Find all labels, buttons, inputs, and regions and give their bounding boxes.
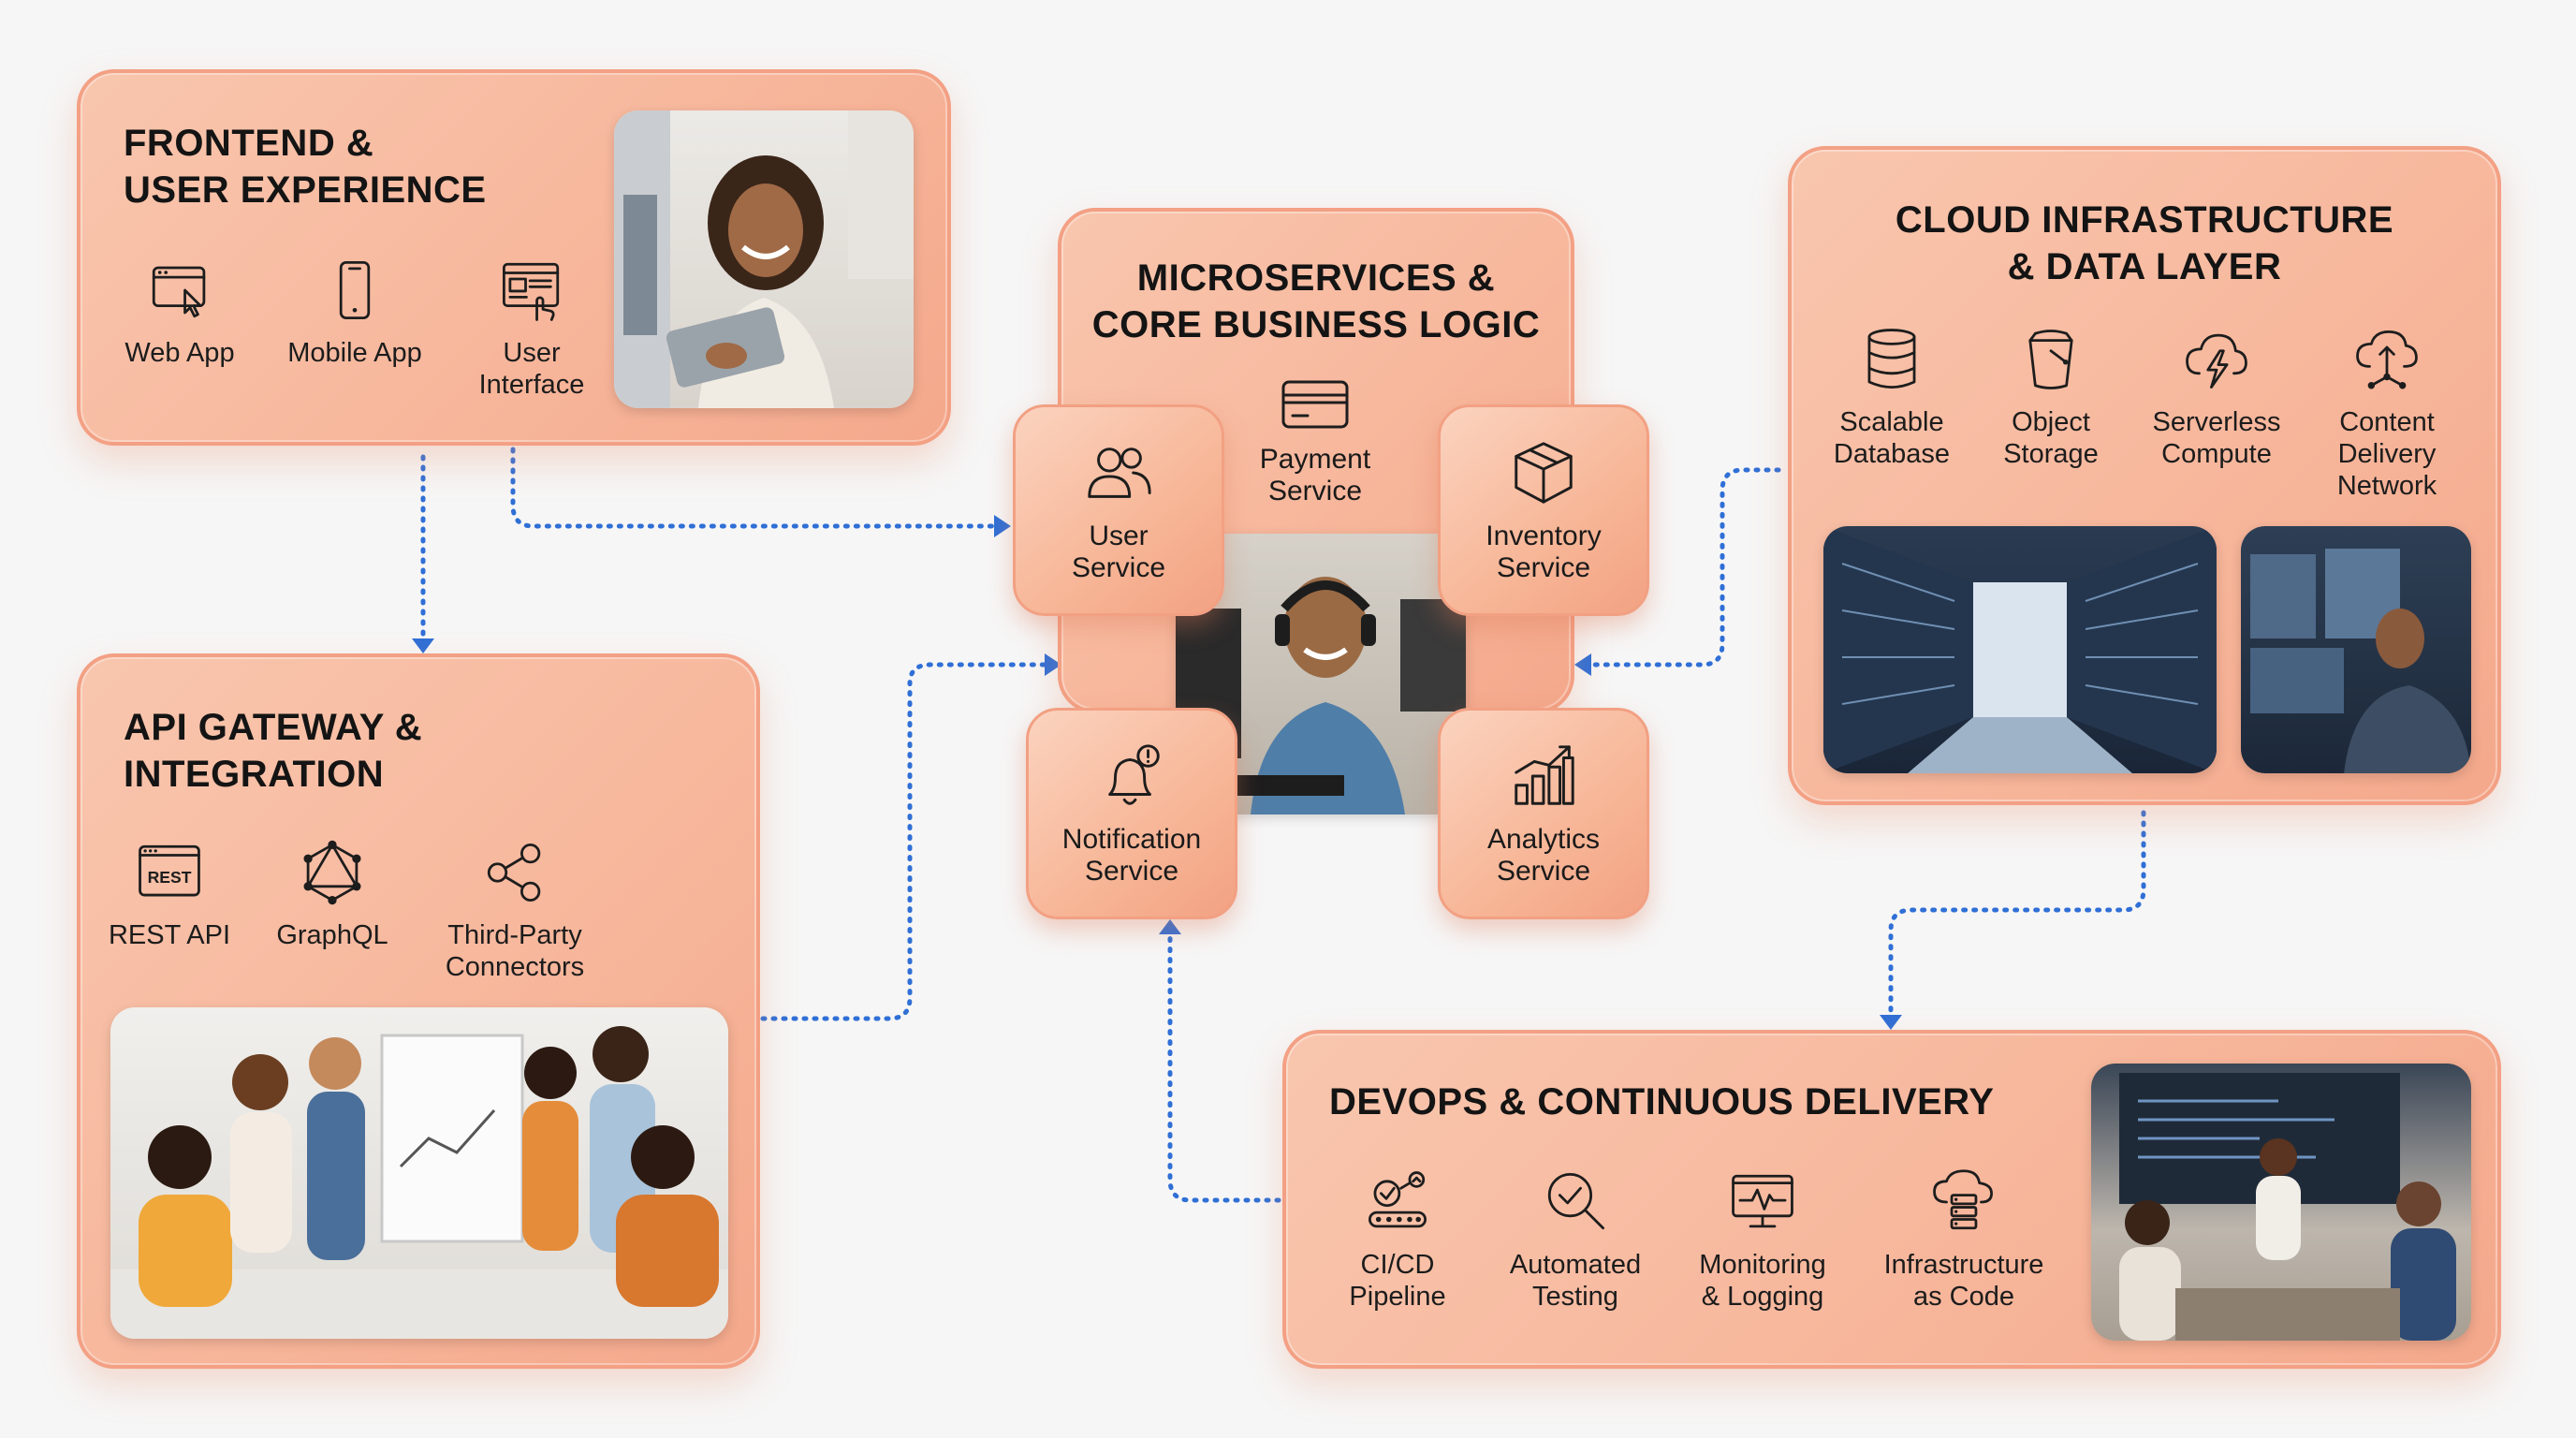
connector-devops-to-notification [1167,930,1281,1203]
frontend-card: FRONTEND & USER EXPERIENCE Web App Mobil… [77,69,951,446]
arrowhead-left-icon [1574,653,1591,676]
database-icon [1854,322,1929,397]
devops-card: DEVOPS & CONTINUOUS DELIVERY CI/CD Pipel… [1282,1030,2501,1369]
object-storage-item[interactable]: Object Storage [1971,322,2130,502]
serverless-compute-item[interactable]: Serverless Compute [2130,322,2303,502]
graphql-label: GraphQL [276,920,388,950]
arrowhead-up-icon [1159,919,1181,934]
frontend-photo [614,110,914,408]
monitor-pulse-icon [1725,1165,1800,1240]
serverless-compute-label: Serverless Compute [2152,407,2281,469]
inventory-service-tile[interactable]: Inventory Service [1438,404,1649,616]
connector-cloud-to-microservices [1585,467,1781,668]
engineer-at-screens-image [2250,549,2471,773]
frontend-title: FRONTEND & USER EXPERIENCE [124,123,487,211]
bar-chart-growth-icon [1515,745,1574,805]
payment-service-label: Payment Service [1259,444,1371,506]
bell-alert-icon [1108,744,1160,805]
devops-team-photo [2091,1064,2471,1341]
arrowhead-right-icon [994,515,1011,537]
web-app-label: Web App [124,338,235,368]
server-room-photo [1823,526,2217,773]
content-delivery-network-label: Content Delivery Network [2336,407,2437,501]
team-meeting-image [110,1026,728,1339]
rest-window-icon: REST [132,835,207,910]
users-icon [1088,448,1151,498]
scalable-database-label: Scalable Database [1833,407,1951,469]
third-party-connectors-item[interactable]: Third-Party Connectors [421,835,608,983]
woman-with-tablet-image [614,110,914,408]
user-interface-label: User Interface [478,338,585,400]
api-gateway-items: REST REST API GraphQL Third-Party Connec… [105,835,608,983]
frontend-items: Web App Mobile App User Interface [107,253,607,401]
credit-card-icon [1281,380,1349,429]
mobile-app-label: Mobile App [287,338,422,368]
browser-cursor-icon [142,253,217,328]
graphql-icon [295,835,370,910]
monitoring-logging-label: Monitoring & Logging [1699,1250,1826,1312]
connector-cloud-to-devops [1888,810,2146,1018]
server-racks-image [1823,526,2217,773]
third-party-connectors-label: Third-Party Connectors [445,920,585,982]
cloud-server-icon [1926,1165,2001,1240]
cloud-items: Scalable Database Object Storage Serverl… [1812,322,2471,502]
api-gateway-photo [110,1007,728,1339]
infrastructure-as-code-label: Infrastructure as Code [1883,1250,2044,1312]
object-storage-label: Object Storage [2003,407,2099,469]
arrowhead-right-icon [1045,653,1061,676]
monitoring-logging-item[interactable]: Monitoring & Logging [1674,1165,1852,1313]
inventory-service-label: Inventory Service [1486,521,1602,583]
web-app-item[interactable]: Web App [107,253,253,401]
arrowhead-down-icon [1880,1015,1902,1030]
share-nodes-icon [477,835,552,910]
connector-api-to-microservices [760,662,1049,1021]
user-service-label: User Service [1071,521,1166,583]
infrastructure-as-code-item[interactable]: Infrastructure as Code [1861,1165,2067,1313]
package-box-icon [1515,442,1573,504]
ci-cd-pipeline-label: CI/CD Pipeline [1349,1250,1446,1312]
team-celebrating-image [2119,1073,2456,1341]
connector-frontend-to-microservices [510,447,997,529]
ci-cd-pipeline-item[interactable]: CI/CD Pipeline [1327,1165,1468,1313]
devops-items: CI/CD Pipeline Automated Testing Monitor… [1327,1165,2067,1313]
cloud-network-icon [2349,322,2424,397]
svg-text:REST: REST [148,868,192,887]
notification-service-tile[interactable]: Notification Service [1026,708,1237,919]
smartphone-icon [317,253,392,328]
ui-touch-icon [494,253,569,328]
arrowhead-down-icon [412,638,434,653]
bucket-icon [2013,322,2088,397]
microservices-photo [1176,534,1466,814]
cloud-infrastructure-card: CLOUD INFRASTRUCTURE & DATA LAYER Scalab… [1788,146,2501,805]
automated-testing-item[interactable]: Automated Testing [1486,1165,1664,1313]
api-gateway-title: API GATEWAY & INTEGRATION [124,707,423,795]
rest-api-label: REST API [108,920,231,950]
developer-with-headset-image [1176,577,1466,814]
microservices-title: MICROSERVICES & CORE BUSINESS LOGIC [1091,257,1541,345]
analytics-service-label: Analytics Service [1486,824,1601,887]
magnifier-check-icon [1538,1165,1613,1240]
content-delivery-network-item[interactable]: Content Delivery Network [2303,322,2471,502]
api-gateway-card: API GATEWAY & INTEGRATION REST REST API … [77,653,760,1369]
analytics-service-tile[interactable]: Analytics Service [1438,708,1649,919]
graphql-item[interactable]: GraphQL [262,835,402,983]
pipeline-icon [1360,1165,1435,1240]
rest-api-item[interactable]: REST REST API [105,835,234,983]
payment-service-item[interactable]: Payment Service [1217,376,1413,507]
notification-service-label: Notification Service [1061,824,1202,887]
user-service-tile[interactable]: User Service [1013,404,1224,616]
user-interface-item[interactable]: User Interface [457,253,607,401]
devops-title: DEVOPS & CONTINUOUS DELIVERY [1329,1081,1995,1123]
mobile-app-item[interactable]: Mobile App [266,253,444,401]
engineer-monitoring-photo [2241,526,2471,773]
cloud-bolt-icon [2179,322,2254,397]
cloud-infrastructure-title: CLOUD INFRASTRUCTURE & DATA LAYER [1895,199,2394,287]
scalable-database-item[interactable]: Scalable Database [1812,322,1971,502]
automated-testing-label: Automated Testing [1509,1250,1642,1312]
